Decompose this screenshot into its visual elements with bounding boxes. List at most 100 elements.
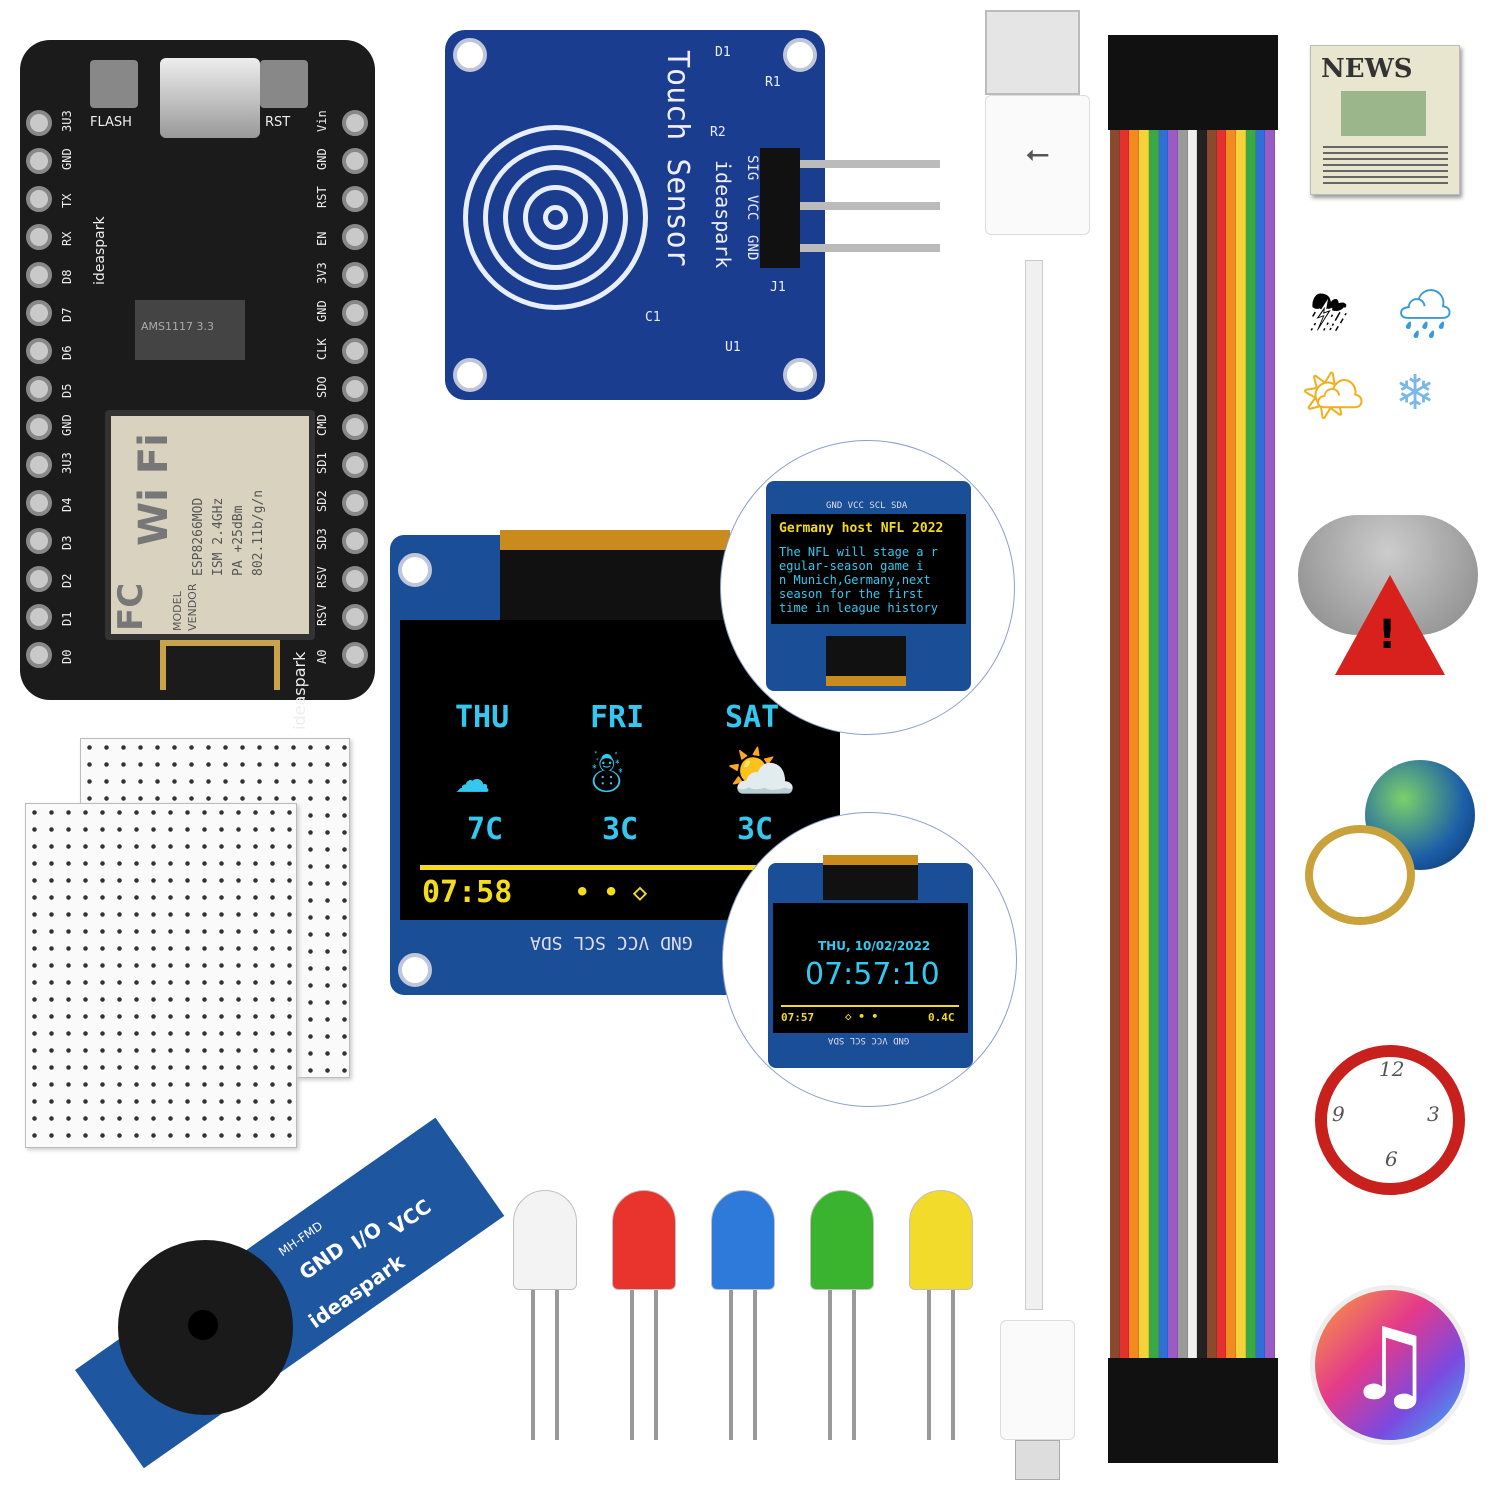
- pin-label: TX: [60, 193, 74, 208]
- jumper-wire: [1110, 130, 1120, 1360]
- pin-label: D6: [60, 345, 74, 360]
- pin: [26, 186, 52, 212]
- led-leg: [531, 1290, 535, 1440]
- jumper-wire: [1255, 130, 1266, 1360]
- jumper-wire: [1129, 130, 1140, 1360]
- pin: [26, 566, 52, 592]
- pin-header: [760, 148, 800, 268]
- micro-usb-port: [160, 58, 260, 138]
- pin-label: 3V3: [315, 262, 329, 284]
- forecast-day: FRI: [590, 700, 645, 735]
- pin: [26, 414, 52, 440]
- pin: [342, 642, 368, 668]
- jumper-wires: [1110, 130, 1275, 1360]
- nodemcu-board: FLASH RST ideaspark AMS1117 3.3 Wi Fi ES…: [20, 40, 375, 730]
- led-leg: [753, 1290, 757, 1440]
- pin: [26, 224, 52, 250]
- led: [810, 1190, 874, 1290]
- news-line: season for the first: [779, 587, 924, 601]
- pin: [26, 110, 52, 136]
- rst-button: [260, 60, 308, 108]
- pin-label: D8: [60, 269, 74, 284]
- pin-label: SD3: [315, 528, 329, 550]
- pin-label: D0: [60, 649, 74, 664]
- component-label: R2: [710, 125, 726, 140]
- pin: [26, 528, 52, 554]
- touch-sensor-label: Touch Sensor: [660, 50, 695, 267]
- forecast-temp: 3C: [602, 812, 639, 847]
- pin: [342, 414, 368, 440]
- pin-label: A0: [315, 649, 329, 664]
- jumper-wire: [1197, 130, 1208, 1360]
- pin-label: RSV: [315, 604, 329, 626]
- brand-bottom: ideaspark: [290, 651, 309, 730]
- led-leg: [555, 1290, 559, 1440]
- pin-label: D2: [60, 573, 74, 588]
- news-line: egular-season game i: [779, 559, 924, 573]
- clock-number: 3: [1427, 1102, 1440, 1126]
- pin: [26, 452, 52, 478]
- pin: [342, 110, 368, 136]
- jumper-wire: [1168, 130, 1178, 1360]
- component-label: U1: [725, 340, 741, 355]
- pin-label: GND: [315, 148, 329, 170]
- clock-date: THU, 10/02/2022: [818, 939, 931, 953]
- regulator: AMS1117 3.3: [135, 300, 245, 360]
- oled-time: 07:58: [422, 875, 513, 910]
- micro-usb-plug: [1000, 1320, 1075, 1440]
- led-leg: [852, 1290, 856, 1440]
- sun-icon: 🌤: [1300, 366, 1367, 426]
- snow-cloud-icon: ☃: [590, 738, 625, 806]
- news-oled-callout: GND VCC SCL SDA Germany host NFL 2022 Th…: [720, 440, 1015, 735]
- news-icon: NEWS: [1310, 45, 1460, 195]
- led: [612, 1190, 676, 1290]
- breadboard: [25, 803, 297, 1148]
- pin-label: SD1: [315, 452, 329, 474]
- led-leg: [927, 1290, 931, 1440]
- flash-label: FLASH: [90, 115, 132, 130]
- pocket-watch-icon: [1305, 825, 1415, 925]
- forecast-day: SAT: [725, 700, 780, 735]
- component-label: D1: [715, 45, 731, 60]
- page-dots: ◇ • •: [845, 1010, 879, 1023]
- antenna-trace: [160, 640, 280, 690]
- pin: [342, 452, 368, 478]
- news-pins-label: GND VCC SCL SDA: [826, 501, 908, 511]
- clock-time: 07:57:10: [805, 957, 940, 992]
- pin-label: D3: [60, 535, 74, 550]
- usb-cable: [1025, 260, 1043, 1310]
- pin-label: CLK: [315, 338, 329, 360]
- pin-label: D5: [60, 383, 74, 398]
- clock-footer-temp: 0.4C: [928, 1011, 955, 1024]
- exclamation-icon: !: [1378, 612, 1397, 658]
- partly-cloudy-icon: ⛅: [725, 738, 798, 806]
- jumper-wire: [1119, 130, 1130, 1360]
- pin-label: EN: [315, 231, 329, 246]
- jumper-wire: [1265, 130, 1275, 1360]
- snow-icon: ❄: [1395, 365, 1436, 421]
- usb-a-plug: [985, 10, 1080, 95]
- pin-vcc: VCC: [744, 195, 760, 221]
- jumper-wire: [1139, 130, 1149, 1360]
- led-leg: [951, 1290, 955, 1440]
- alarm-clock-icon: 12 3 6 9: [1315, 1045, 1465, 1195]
- jumper-wire: [1245, 130, 1256, 1360]
- news-line: n Munich,Germany,next: [779, 573, 931, 587]
- pin-label: SDO: [315, 376, 329, 398]
- pin: [342, 528, 368, 554]
- pin-label: RSV: [315, 566, 329, 588]
- micro-usb-tip: [1015, 1440, 1060, 1480]
- pin: [342, 300, 368, 326]
- led: [513, 1190, 577, 1290]
- led-leg: [654, 1290, 658, 1440]
- pin-label: D1: [60, 611, 74, 626]
- jumper-connectors-top: [1108, 35, 1278, 130]
- pin-label: Vin: [315, 110, 329, 132]
- buzzer-pin-vcc: VCC: [385, 1194, 436, 1240]
- clock-footer-time: 07:57: [781, 1011, 815, 1024]
- pin-gnd: GND: [744, 235, 760, 261]
- touch-sensor-board: Touch Sensor ideaspark SIG VCC GND R1 R2…: [445, 30, 825, 400]
- jumper-wire: [1148, 130, 1159, 1360]
- led-leg: [828, 1290, 832, 1440]
